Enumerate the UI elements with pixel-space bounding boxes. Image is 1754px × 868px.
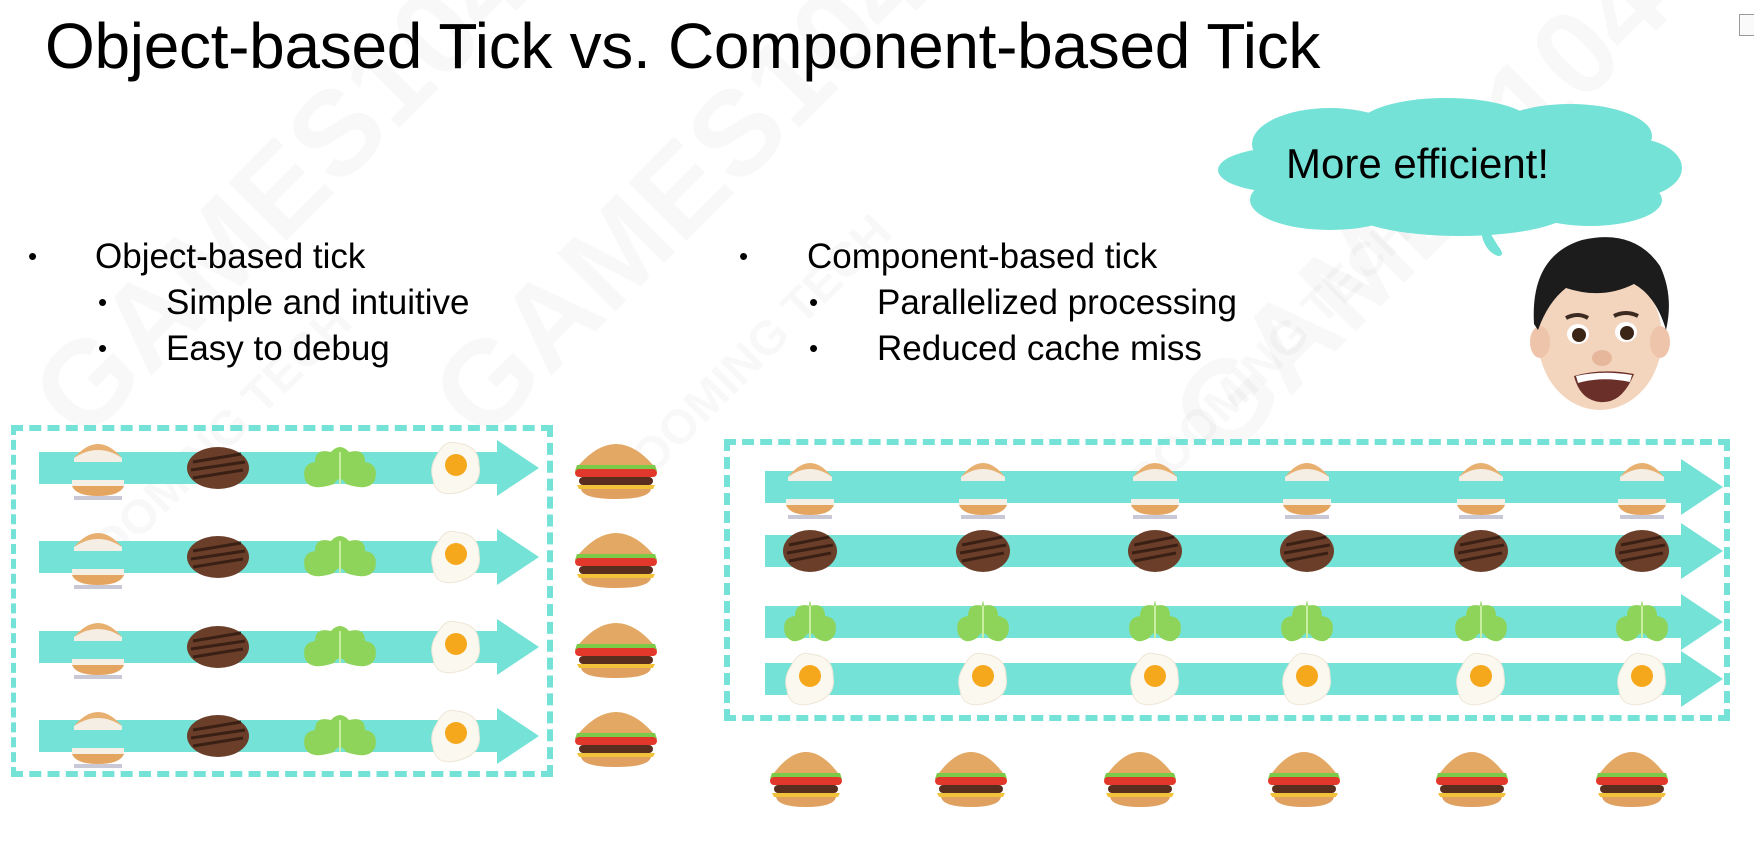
- egg-icon: [429, 528, 483, 591]
- arrow-shaft: [765, 663, 1681, 695]
- bun-icon: [70, 704, 126, 773]
- egg-icon: [1128, 650, 1182, 713]
- egg-icon: [429, 618, 483, 681]
- patty-icon: [185, 712, 251, 765]
- arrow-head: [1681, 651, 1723, 707]
- patty-icon: [1613, 527, 1671, 580]
- lettuce-icon: [301, 712, 379, 765]
- right-heading: Component-based tick: [807, 237, 1158, 276]
- bun-icon: [70, 615, 126, 684]
- left-point: Easy to debug: [166, 329, 390, 368]
- lettuce-icon: [781, 598, 839, 651]
- bun-icon: [70, 525, 126, 594]
- burger-icon: [573, 699, 659, 774]
- arrow-head: [497, 619, 539, 675]
- patty-icon: [185, 623, 251, 676]
- bun-icon: [1281, 455, 1333, 524]
- bun-icon: [1616, 455, 1668, 524]
- arrow-shaft: [765, 606, 1681, 638]
- bullet-icon: •: [739, 241, 749, 271]
- arrow-shaft: [765, 471, 1681, 503]
- bullet-icon: •: [98, 333, 108, 363]
- object-tick-box: [11, 425, 553, 777]
- bun-icon: [957, 455, 1009, 524]
- burger-icon: [573, 431, 659, 506]
- bullet-icon: •: [98, 287, 108, 317]
- document-icon[interactable]: [1739, 14, 1754, 36]
- burger-icon: [1102, 739, 1178, 814]
- lettuce-icon: [301, 623, 379, 676]
- arrow-head: [497, 708, 539, 764]
- burger-icon: [933, 739, 1009, 814]
- patty-icon: [1126, 527, 1184, 580]
- arrow-head: [497, 440, 539, 496]
- lettuce-icon: [301, 533, 379, 586]
- lettuce-icon: [1278, 598, 1336, 651]
- patty-icon: [1452, 527, 1510, 580]
- bun-icon: [784, 455, 836, 524]
- arrow-head: [1681, 594, 1723, 650]
- burger-icon: [768, 739, 844, 814]
- left-heading: Object-based tick: [95, 237, 366, 276]
- egg-icon: [1280, 650, 1334, 713]
- memoji-avatar-icon: [1530, 237, 1670, 410]
- speech-cloud: [1218, 98, 1682, 256]
- left-point: Simple and intuitive: [166, 283, 470, 322]
- patty-icon: [185, 533, 251, 586]
- egg-icon: [429, 707, 483, 770]
- lettuce-icon: [954, 598, 1012, 651]
- bun-icon: [1455, 455, 1507, 524]
- patty-icon: [954, 527, 1012, 580]
- burger-icon: [1594, 739, 1670, 814]
- egg-icon: [783, 650, 837, 713]
- patty-icon: [1278, 527, 1336, 580]
- lettuce-icon: [1126, 598, 1184, 651]
- callout-text: More efficient!: [1286, 140, 1550, 187]
- burger-icon: [573, 520, 659, 595]
- arrow-head: [1681, 523, 1723, 579]
- egg-icon: [956, 650, 1010, 713]
- burger-icon: [1434, 739, 1510, 814]
- bun-icon: [1129, 455, 1181, 524]
- right-point: Reduced cache miss: [877, 329, 1202, 368]
- bullet-icon: •: [28, 241, 38, 271]
- arrow-shaft: [765, 535, 1681, 567]
- egg-icon: [429, 439, 483, 502]
- bullet-icon: •: [809, 333, 819, 363]
- lettuce-icon: [1452, 598, 1510, 651]
- lettuce-icon: [1613, 598, 1671, 651]
- bullet-icon: •: [809, 287, 819, 317]
- right-point: Parallelized processing: [877, 283, 1237, 322]
- burger-icon: [1266, 739, 1342, 814]
- egg-icon: [1454, 650, 1508, 713]
- arrow-head: [497, 529, 539, 585]
- patty-icon: [781, 527, 839, 580]
- bun-icon: [70, 436, 126, 505]
- patty-icon: [185, 444, 251, 497]
- component-tick-box: [724, 439, 1730, 721]
- arrow-head: [1681, 459, 1723, 515]
- slide-title: Object-based Tick vs. Component-based Ti…: [45, 10, 1321, 82]
- burger-icon: [573, 610, 659, 685]
- lettuce-icon: [301, 444, 379, 497]
- egg-icon: [1615, 650, 1669, 713]
